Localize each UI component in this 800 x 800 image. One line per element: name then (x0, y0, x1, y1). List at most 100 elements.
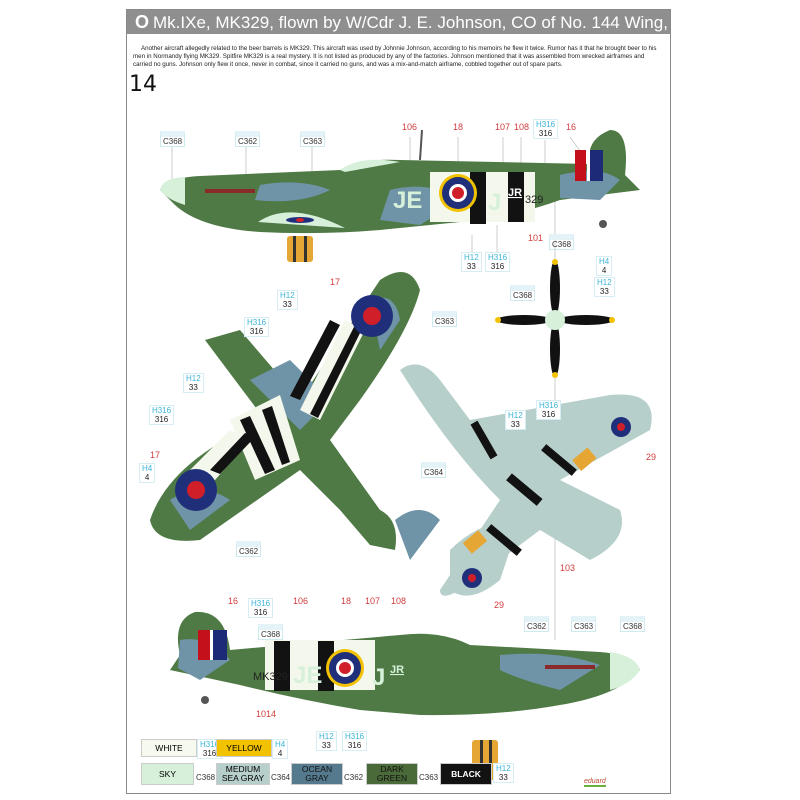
callout-red: 101 (528, 233, 544, 243)
c-code: 4 (601, 266, 607, 275)
c-code: 316 (541, 410, 556, 419)
callout-gray: C362 (236, 541, 262, 557)
swatch-medium-sea-gray: MEDIUM SEA GRAY (216, 763, 270, 785)
profile-title: Mk.IXe, MK329, flown by W/Cdr J. E. John… (153, 13, 757, 32)
callout-gray: C368 (160, 131, 186, 147)
callout-gray: C364 (421, 462, 447, 478)
callout-gray: C368 (510, 285, 536, 301)
serial-number: 329 (525, 194, 543, 206)
callout-red: 16 (566, 122, 577, 132)
c-code: 316 (249, 327, 264, 336)
callout-gray: C363 (300, 131, 326, 147)
callout-red: 107 (495, 122, 511, 132)
c-code: 33 (498, 773, 508, 782)
side-view-aircraft-right (170, 611, 640, 780)
callout-red: 17 (330, 277, 341, 287)
callout-red: 107 (365, 596, 381, 606)
swatch-yellow: YELLOW (216, 739, 272, 757)
callout-gray: C362 (524, 616, 550, 632)
profile-marker: O (135, 12, 150, 32)
callout-red: 106 (402, 122, 418, 132)
c-code: 316 (202, 749, 217, 758)
page-frame (126, 9, 671, 794)
h-code: H12 (280, 291, 295, 300)
callout-gray: C362 (235, 131, 261, 147)
bottom-view-aircraft (400, 364, 652, 596)
c-code: 33 (321, 741, 331, 750)
c-code: 33 (510, 420, 520, 429)
swatch-dark-green: DARK GREEN (366, 763, 418, 785)
page-number: 14 (129, 72, 157, 97)
h-code: H12 (319, 732, 334, 741)
callout-red: 16 (228, 596, 239, 606)
callout-gray: C368 (258, 624, 284, 640)
legend-code: C364 (271, 773, 291, 782)
callout-gray: C363 (571, 616, 597, 632)
c-code: 316 (253, 608, 268, 617)
c-code: 316 (347, 741, 362, 750)
code-letters-left-2: JE (293, 662, 322, 689)
h-code: H4 (142, 464, 153, 473)
h-code: H316 (488, 253, 508, 262)
h-code: H12 (597, 278, 612, 287)
h-code: H316 (536, 120, 556, 129)
side-view-aircraft (160, 129, 640, 262)
top-view-aircraft (150, 272, 440, 560)
code-letters-left: JE (393, 187, 422, 214)
swatch-sky: SKY (141, 763, 194, 785)
c-code: 4 (277, 749, 283, 758)
h-code: H316 (251, 599, 271, 608)
callout-red: 18 (453, 122, 464, 132)
swatch-white: WHITE (141, 739, 197, 757)
h-code: H316 (247, 318, 267, 327)
callout-red: 108 (514, 122, 530, 132)
callout-red: 18 (341, 596, 352, 606)
h-code: H316 (539, 401, 559, 410)
c-code: 33 (466, 262, 476, 271)
callout-gray: C368 (620, 616, 646, 632)
c-code: 33 (599, 287, 609, 296)
c-code: 316 (490, 262, 505, 271)
callout-red: 106 (293, 596, 309, 606)
c-code: 33 (188, 383, 198, 392)
callout-red: 29 (494, 600, 505, 610)
h-code: H12 (186, 374, 201, 383)
legend-code: C363 (419, 773, 439, 782)
h-code: H12 (508, 411, 523, 420)
jr-marking: JR (508, 187, 522, 199)
h-code: H316 (152, 406, 172, 415)
h-code: H4 (275, 740, 286, 749)
callout-red: 108 (391, 596, 407, 606)
h-code: H12 (464, 253, 479, 262)
c-code: 316 (538, 129, 553, 138)
callout-red: 29 (646, 452, 657, 462)
serial-number-2: MK329 (253, 671, 288, 683)
swatch-ocean-gray: OCEAN GRAY (291, 763, 343, 785)
callout-gray: C368 (549, 234, 575, 250)
callout-gray: C363 (432, 311, 458, 327)
c-code: 4 (144, 473, 150, 482)
c-code: 33 (282, 300, 292, 309)
description: Another aircraft allegedly related to th… (133, 45, 657, 68)
code-letter-right: J (488, 189, 501, 216)
propeller-front-view (495, 259, 615, 378)
callout-red: 1014 (256, 709, 277, 719)
